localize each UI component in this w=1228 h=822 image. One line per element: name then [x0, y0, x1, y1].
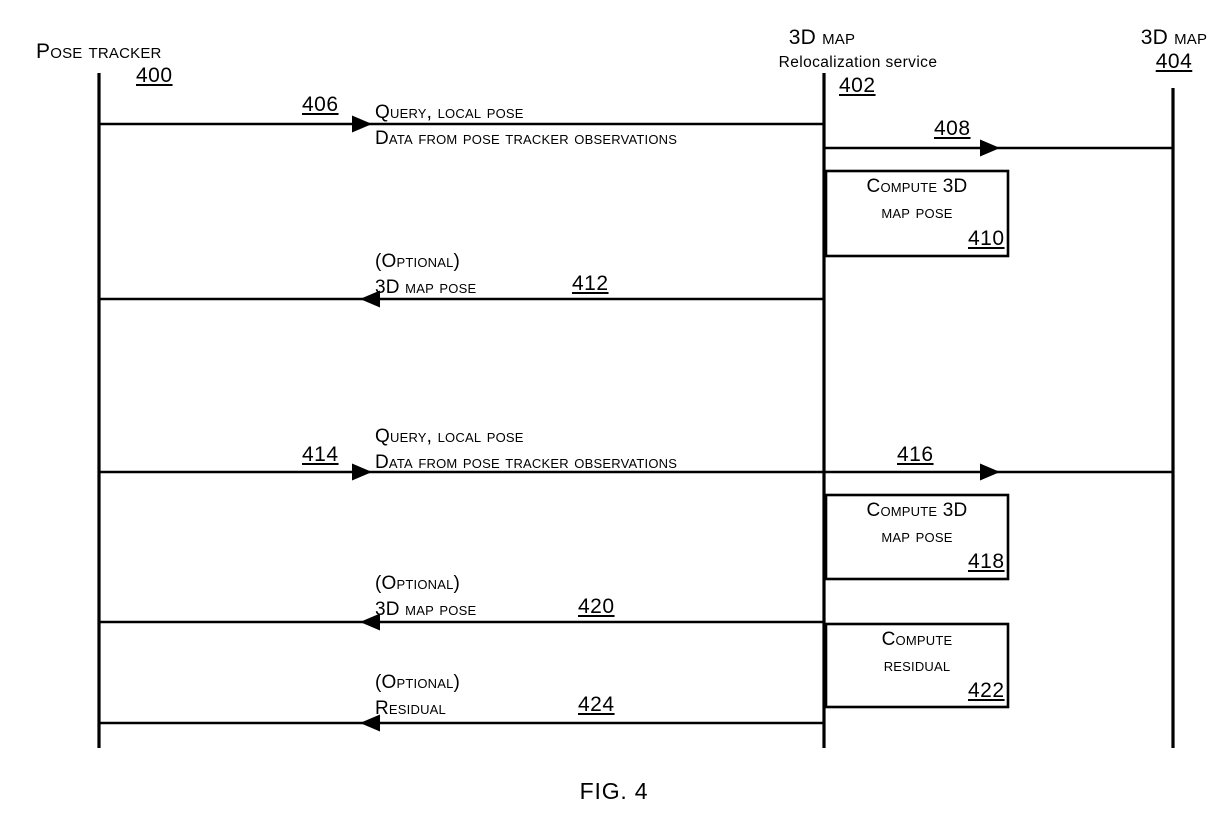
lifeline-title-pose-tracker: Pose tracker: [36, 40, 162, 63]
message-label-406-line2: Data from pose tracker observations: [375, 128, 678, 149]
lifeline-title-three-d-map: 3D map: [1140, 26, 1208, 49]
activity-box-422: [824, 622, 1010, 709]
message-ref-412: 412: [572, 272, 609, 295]
activity-ref-410: 410: [968, 227, 1005, 250]
message-arrow-408: [824, 139, 1173, 157]
activity-box-418: [824, 493, 1010, 581]
message-arrow-414: [99, 463, 824, 481]
activity-box-410: [824, 169, 1010, 258]
message-label-412-line1: (Optional): [375, 251, 461, 272]
message-ref-408: 408: [934, 117, 971, 140]
message-label-424-line1: (Optional): [375, 672, 461, 693]
activity-ref-422: 422: [968, 679, 1005, 702]
activity-label-418-line2: map pose: [881, 526, 953, 547]
message-arrow-406: [99, 115, 824, 133]
activity-label-410-line2: map pose: [881, 202, 953, 223]
message-ref-416: 416: [897, 443, 934, 466]
message-ref-406: 406: [302, 93, 339, 116]
activity-ref-418: 418: [968, 550, 1005, 573]
message-arrow-412: [99, 290, 824, 308]
message-label-412-line2: 3D map pose: [375, 277, 477, 298]
lifeline-title-relocalization-service-line2: Relocalization service: [778, 54, 938, 71]
lifeline-title-relocalization-service-line1: 3D map: [788, 26, 856, 49]
message-ref-424: 424: [578, 693, 615, 716]
message-label-420-line2: 3D map pose: [375, 599, 477, 620]
message-arrow-420: [99, 613, 824, 631]
message-arrow-424: [99, 714, 824, 732]
activity-label-410-line1: Compute 3D: [866, 176, 968, 197]
activity-label-422-line2: residual: [883, 655, 951, 676]
message-label-420-line1: (Optional): [375, 573, 461, 594]
message-ref-420: 420: [578, 595, 615, 618]
activity-label-418-line1: Compute 3D: [866, 500, 968, 521]
lifeline-ref-402: 402: [839, 74, 876, 97]
lifeline-ref-404: 404: [1155, 50, 1193, 73]
lifeline-ref-400: 400: [136, 64, 173, 87]
message-ref-414: 414: [302, 443, 339, 466]
message-label-414-line1: Query, local pose: [375, 426, 524, 447]
message-arrow-416: [824, 463, 1173, 481]
message-label-424-line2: Residual: [375, 698, 446, 719]
message-label-406-line1: Query, local pose: [375, 102, 524, 123]
figure-caption: FIG. 4: [579, 778, 649, 804]
activity-label-422-line1: Compute: [881, 629, 953, 650]
message-label-414-line2: Data from pose tracker observations: [375, 452, 678, 473]
